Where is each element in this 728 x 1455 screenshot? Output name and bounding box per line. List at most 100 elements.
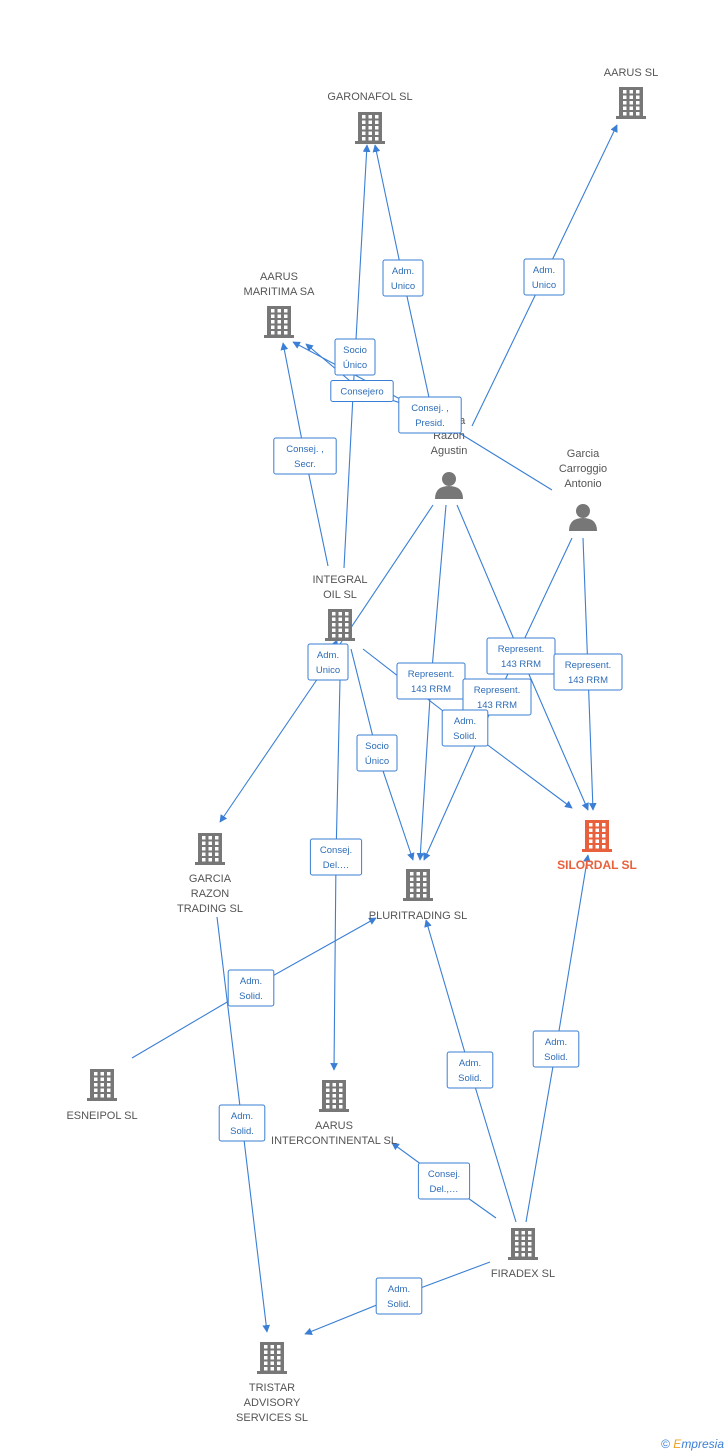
edge-label-box[interactable] [309,838,363,876]
node-garonafol[interactable]: GARONAFOL SL [327,91,413,144]
brand-initial: E [673,1437,682,1451]
node-label: AARUS [260,271,298,283]
person-icon [435,472,463,499]
edge-label-text: Socio [365,741,389,752]
node-firadex[interactable]: FIRADEX SL [491,1228,555,1280]
edge-label-text: Unico [391,281,415,292]
building-icon [257,1342,287,1374]
edge-label-text: Único [343,360,367,371]
edge-label-box[interactable] [334,338,376,376]
building-icon [87,1069,117,1101]
edge-label[interactable]: Consej. , Presid. [398,396,462,434]
node-label: AARUS SL [604,67,658,79]
node-integral-oil[interactable]: INTEGRAL OIL SL [312,574,368,641]
building-icon [264,306,294,338]
edge-label-text: Adm. [545,1037,567,1048]
edge-label-text: Solid. [453,731,477,742]
edge-label[interactable]: Adm.Solid. [375,1277,423,1315]
edge-label-box[interactable] [356,734,398,772]
node-label: TRISTAR [249,1382,295,1394]
edge-label[interactable]: Adm. Solid. [441,709,489,747]
edge-label-text: Represent. [474,685,520,696]
node-aarus-sl[interactable]: AARUS SL [604,67,658,119]
edges-layer [131,124,618,1335]
edge-label-text: Consej. , [411,403,449,414]
edge-label-text: 143 RRM [411,684,451,695]
edge-label-box[interactable] [307,643,349,681]
building-icon [403,869,433,901]
node-label: MARITIMA SA [244,286,316,298]
node-label: Antonio [564,478,601,490]
edge-label-text: Único [365,756,389,767]
edge-label-text: Socio [343,345,367,356]
edge-label[interactable]: Consej.Del.… [309,838,363,876]
edge-label-text: Adm. [231,1111,253,1122]
edge-label[interactable]: Adm.Solid. [446,1051,494,1089]
edge-label-box[interactable] [532,1030,580,1068]
node-label: Carroggio [559,463,607,475]
node-label: GARONAFOL SL [327,91,412,103]
edge-label[interactable]: Adm.Solid. [227,969,275,1007]
edge-label-text: Consej. [428,1169,460,1180]
edge-label-text: Presid. [415,418,445,429]
edge-label[interactable]: Consejero [330,380,394,402]
edge-label-box[interactable] [523,258,565,296]
edge-label-box[interactable] [553,653,623,691]
edge-label[interactable]: Represent.143 RRM [462,678,532,716]
edge-label-text: Secr. [294,459,316,470]
building-icon [355,112,385,144]
edge-label[interactable]: Represent. 143 RRM [396,662,466,700]
edge-label-text: Adm. [317,650,339,661]
edge-label-box[interactable] [441,709,489,747]
edge-label-text: Del.,… [429,1184,458,1195]
node-label: AARUS [315,1120,353,1132]
node-aarus-intercontinental[interactable]: AARUS INTERCONTINENTAL SL [271,1080,397,1147]
edge-label[interactable]: Adm.Unico [523,258,565,296]
node-esneipol[interactable]: ESNEIPOL SL [66,1069,138,1122]
edge-label-box[interactable] [218,1104,266,1142]
edge-label-box[interactable] [462,678,532,716]
node-label: OIL SL [323,589,357,601]
edge-label-text: Solid. [544,1052,568,1063]
edge-label[interactable]: Represent.143 RRM [553,653,623,691]
edge-label-box[interactable] [273,437,337,475]
node-label: Garcia [567,448,600,460]
edge-label-text: Adm. [454,716,476,727]
edge-label[interactable]: Adm.Unico [382,259,424,297]
edge-label-text: Consejero [340,387,383,398]
edge-label[interactable]: Adm.Solid. [218,1104,266,1142]
edge-label[interactable]: Represent.143 RRM [486,637,556,675]
building-icon [325,609,355,641]
edge-label-box[interactable] [417,1162,471,1200]
nodes-layer: GARONAFOL SL AARUS SL AARUS MARITIMA SA Garc… [66,67,658,1424]
edge-label[interactable]: Adm. Solid. [532,1030,580,1068]
edge-labels-layer: Adm.UnicoAdm.UnicoSocioÚnicoConsejeroCon… [218,258,623,1315]
node-label: ESNEIPOL SL [66,1110,137,1122]
edge-label-box[interactable] [330,380,394,402]
building-icon [319,1080,349,1112]
edge-label-box[interactable] [227,969,275,1007]
node-pluritrading[interactable]: PLURITRADING SL [369,869,467,922]
edge-label[interactable]: Consej. ,Secr. [273,437,337,475]
node-silordal[interactable]: SILORDAL SL [557,820,637,872]
node-label: SILORDAL SL [557,858,637,872]
edge-label[interactable]: Adm. Unico [307,643,349,681]
node-label: INTEGRAL [312,574,367,586]
edge-label-box[interactable] [375,1277,423,1315]
edge-label-text: Consej. [320,845,352,856]
node-label: INTERCONTINENTAL SL [271,1135,397,1147]
edge-label-box[interactable] [398,396,462,434]
node-aarus-maritima[interactable]: AARUS MARITIMA SA [244,271,316,338]
edge-label-box[interactable] [446,1051,494,1089]
edge-label-text: Unico [316,665,340,676]
edge-label[interactable]: Consej. Del.,… [417,1162,471,1200]
edge-label-text: Adm. [388,1284,410,1295]
edge-label-text: Represent. [408,669,454,680]
edge-label-box[interactable] [382,259,424,297]
